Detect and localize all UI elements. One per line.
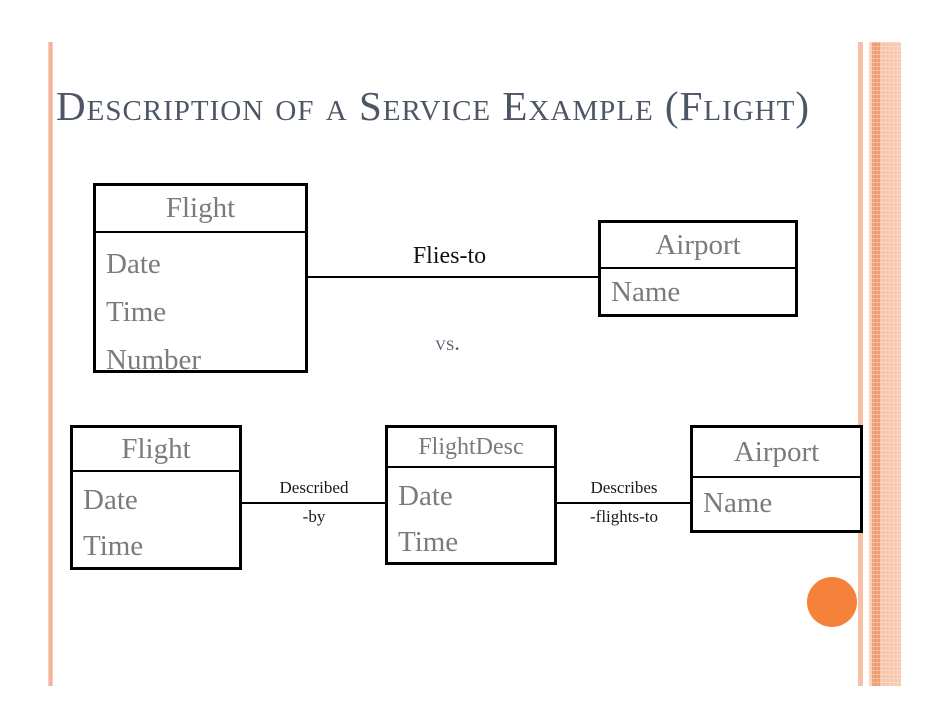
relation-label-line2: -flights-to: [590, 507, 658, 526]
vs-label: vs.: [435, 330, 460, 355]
entity-airport-top-title: Airport: [601, 223, 795, 269]
entity-flightdesc-attributes: Date Time: [388, 468, 554, 565]
entity-flight-top-attributes: Date Time Number: [96, 233, 305, 384]
right-accent-thin-stripe: [858, 42, 863, 686]
entity-flight-bottom-title: Flight: [73, 428, 239, 472]
entity-flightdesc-title: FlightDesc: [388, 428, 554, 468]
connector-flies-to: [308, 276, 598, 278]
relation-label-line1: Described: [279, 478, 349, 497]
connector-described-by: [242, 502, 385, 504]
left-accent-stripe: [48, 42, 53, 686]
entity-flight-bottom-attributes: Date Time: [73, 472, 239, 569]
entity-flight-bottom: Flight Date Time: [70, 425, 242, 570]
entity-flight-top-title: Flight: [96, 186, 305, 233]
entity-flight-top: Flight Date Time Number: [93, 183, 308, 376]
attribute-time: Time: [106, 296, 167, 328]
attribute-number: Number: [106, 344, 202, 376]
entity-airport-bottom-title: Airport: [693, 428, 860, 478]
right-accent-band: [869, 42, 901, 686]
relation-label-described-by: Described -by: [255, 473, 373, 531]
attribute-name: Name: [703, 487, 773, 519]
entity-airport-top: Airport Name: [598, 220, 798, 317]
attribute-time: Time: [83, 530, 144, 562]
accent-circle: [807, 577, 857, 627]
attribute-date: Date: [398, 480, 453, 512]
relation-label-line2: -by: [302, 507, 326, 526]
attribute-date: Date: [106, 248, 161, 280]
attribute-time: Time: [398, 526, 459, 558]
entity-flightdesc: FlightDesc Date Time: [385, 425, 557, 565]
relation-label-line1: Describes: [590, 478, 658, 497]
relation-label-flies-to: Flies-to: [412, 243, 487, 269]
entity-airport-top-attributes: Name: [601, 269, 795, 313]
connector-describes-flights-to: [557, 502, 690, 504]
attribute-name: Name: [611, 276, 681, 308]
entity-airport-bottom-attributes: Name: [693, 478, 860, 525]
slide-title: Description of a Service Example (Flight…: [56, 83, 810, 129]
attribute-date: Date: [83, 484, 138, 516]
entity-airport-bottom: Airport Name: [690, 425, 863, 533]
relation-label-describes-flights-to: Describes -flights-to: [565, 473, 683, 531]
